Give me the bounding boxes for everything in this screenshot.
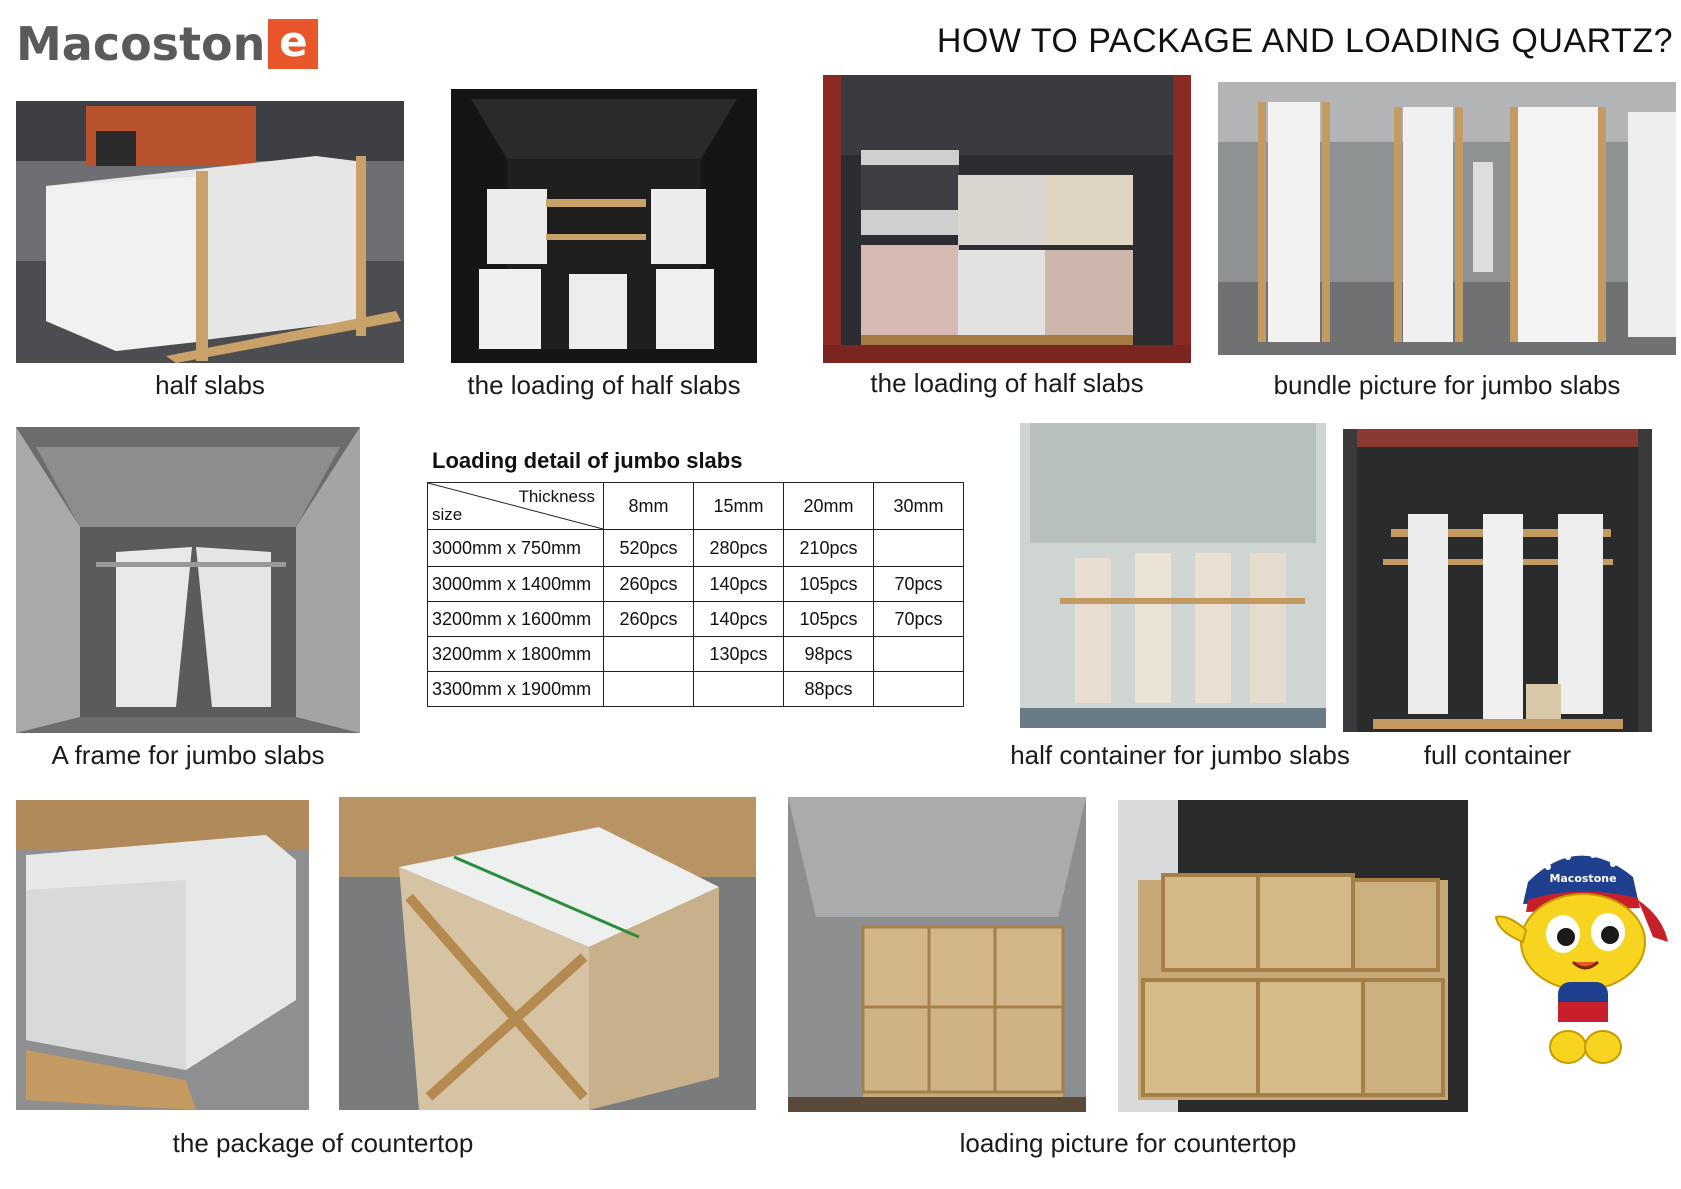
caption-loading-half-slabs-2: the loading of half slabs bbox=[870, 368, 1144, 398]
row-size: 3000mm x 1400mm bbox=[427, 566, 604, 602]
corner-row-label: size bbox=[432, 505, 463, 524]
table-cell: 105pcs bbox=[783, 601, 874, 637]
table-cell: 210pcs bbox=[783, 529, 874, 567]
row-size: 3300mm x 1900mm bbox=[427, 671, 604, 707]
photo-package-countertop-1 bbox=[16, 800, 309, 1110]
photo-a-frame-jumbo-slabs bbox=[16, 427, 360, 733]
caption-full-container: full container bbox=[1423, 740, 1572, 770]
table-row: 3000mm x 1400mm 260pcs 140pcs 105pcs 70p… bbox=[427, 566, 964, 602]
table-cell: 88pcs bbox=[783, 671, 874, 707]
photo-full-container bbox=[1343, 429, 1652, 732]
col-header: 30mm bbox=[873, 482, 964, 530]
table-title: Loading detail of jumbo slabs bbox=[432, 448, 743, 473]
page-title: HOW TO PACKAGE AND LOADING QUARTZ? bbox=[936, 22, 1673, 60]
table-header-row: Thickness size 8mm 15mm 20mm 30mm bbox=[427, 482, 964, 530]
photo-loading-countertop-2 bbox=[1118, 800, 1468, 1112]
table-cell bbox=[603, 671, 694, 707]
caption-loading-countertop: loading picture for countertop bbox=[959, 1128, 1297, 1158]
table-cell bbox=[873, 529, 964, 567]
caption-package-countertop: the package of countertop bbox=[172, 1128, 474, 1158]
table-cell bbox=[693, 671, 784, 707]
row-size: 3000mm x 750mm bbox=[427, 529, 604, 567]
logo-e-box: e bbox=[268, 19, 319, 69]
table-cell: 520pcs bbox=[603, 529, 694, 567]
table-cell: 140pcs bbox=[693, 601, 784, 637]
table-cell: 70pcs bbox=[873, 566, 964, 602]
photo-package-countertop-2 bbox=[339, 797, 756, 1110]
table-cell: 140pcs bbox=[693, 566, 784, 602]
table-row: 3200mm x 1600mm 260pcs 140pcs 105pcs 70p… bbox=[427, 601, 964, 637]
table-cell: 260pcs bbox=[603, 566, 694, 602]
table-cell bbox=[603, 636, 694, 672]
photo-loading-half-slabs-1 bbox=[451, 89, 757, 363]
table-cell bbox=[873, 671, 964, 707]
caption-half-slabs: half slabs bbox=[155, 370, 265, 400]
table-cell bbox=[873, 636, 964, 672]
table-cell: 105pcs bbox=[783, 566, 874, 602]
table-cell: 70pcs bbox=[873, 601, 964, 637]
table-row: 3200mm x 1800mm 130pcs 98pcs bbox=[427, 636, 964, 672]
corner-diagonal bbox=[428, 483, 603, 529]
caption-loading-half-slabs-1: the loading of half slabs bbox=[467, 370, 741, 400]
row-size: 3200mm x 1800mm bbox=[427, 636, 604, 672]
col-header: 8mm bbox=[603, 482, 694, 530]
col-header: 15mm bbox=[693, 482, 784, 530]
photo-half-slabs bbox=[16, 101, 404, 363]
table-corner-cell: Thickness size bbox=[427, 482, 604, 530]
mascot-icon: Macostone bbox=[1488, 822, 1674, 1072]
col-header: 20mm bbox=[783, 482, 874, 530]
loading-table: Thickness size 8mm 15mm 20mm 30mm 3000mm… bbox=[427, 482, 964, 707]
table-cell: 98pcs bbox=[783, 636, 874, 672]
photo-half-container-jumbo bbox=[1020, 423, 1326, 728]
table-cell: 280pcs bbox=[693, 529, 784, 567]
caption-half-container: half container for jumbo slabs bbox=[1010, 740, 1350, 770]
table-row: 3000mm x 750mm 520pcs 280pcs 210pcs bbox=[427, 529, 964, 567]
photo-bundle-jumbo-slabs bbox=[1218, 82, 1676, 355]
caption-a-frame: A frame for jumbo slabs bbox=[51, 740, 325, 770]
photo-loading-half-slabs-2 bbox=[823, 75, 1191, 363]
corner-col-label: Thickness bbox=[518, 487, 595, 506]
caption-bundle-jumbo-slabs: bundle picture for jumbo slabs bbox=[1273, 370, 1621, 400]
row-size: 3200mm x 1600mm bbox=[427, 601, 604, 637]
photo-loading-countertop-1 bbox=[788, 797, 1086, 1112]
table-row: 3300mm x 1900mm 88pcs bbox=[427, 671, 964, 707]
mascot-hat-text: Macostone bbox=[1549, 872, 1616, 885]
table-cell: 130pcs bbox=[693, 636, 784, 672]
table-cell: 260pcs bbox=[603, 601, 694, 637]
logo-text: Macoston bbox=[16, 17, 266, 71]
